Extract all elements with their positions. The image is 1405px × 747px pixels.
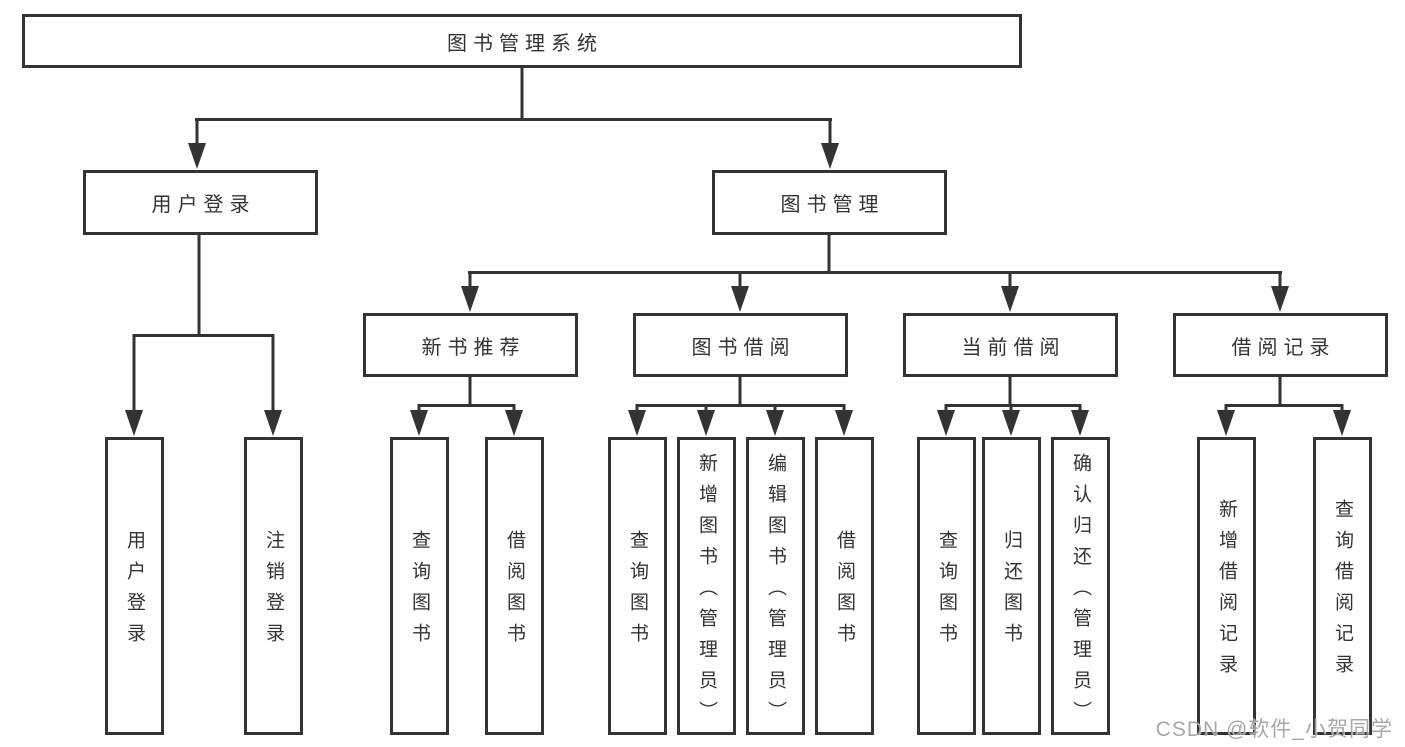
node-leaf-edit-book-admin: 编辑图书（管理员） xyxy=(746,437,805,735)
node-leaf-logout: 注销登录 xyxy=(244,437,303,735)
node-current-borrow: 当前借阅 xyxy=(903,313,1118,377)
node-leaf-query-borrow-record: 查询借阅记录 xyxy=(1313,437,1372,735)
node-user-login: 用户登录 xyxy=(83,170,318,235)
node-leaf-return-book: 归还图书 xyxy=(982,437,1041,735)
node-leaf-borrow-book-1: 借阅图书 xyxy=(485,437,544,735)
node-leaf-borrow-book-2: 借阅图书 xyxy=(815,437,874,735)
node-leaf-add-book-admin: 新增图书（管理员） xyxy=(677,437,736,735)
node-system-root: 图书管理系统 xyxy=(22,14,1022,68)
node-leaf-confirm-return-admin: 确认归还（管理员） xyxy=(1051,437,1110,735)
node-leaf-query-book-3: 查询图书 xyxy=(917,437,976,735)
node-borrow-record: 借阅记录 xyxy=(1173,313,1388,377)
node-new-book-recommend: 新书推荐 xyxy=(363,313,578,377)
csdn-watermark: CSDN @软件_小贺同学 xyxy=(1155,718,1393,741)
node-leaf-user-login: 用户登录 xyxy=(105,437,164,735)
node-leaf-query-book-2: 查询图书 xyxy=(608,437,667,735)
node-leaf-query-book-1: 查询图书 xyxy=(390,437,449,735)
node-book-borrow: 图书借阅 xyxy=(633,313,848,377)
node-leaf-add-borrow-record: 新增借阅记录 xyxy=(1197,437,1256,735)
node-book-management: 图书管理 xyxy=(712,170,947,235)
